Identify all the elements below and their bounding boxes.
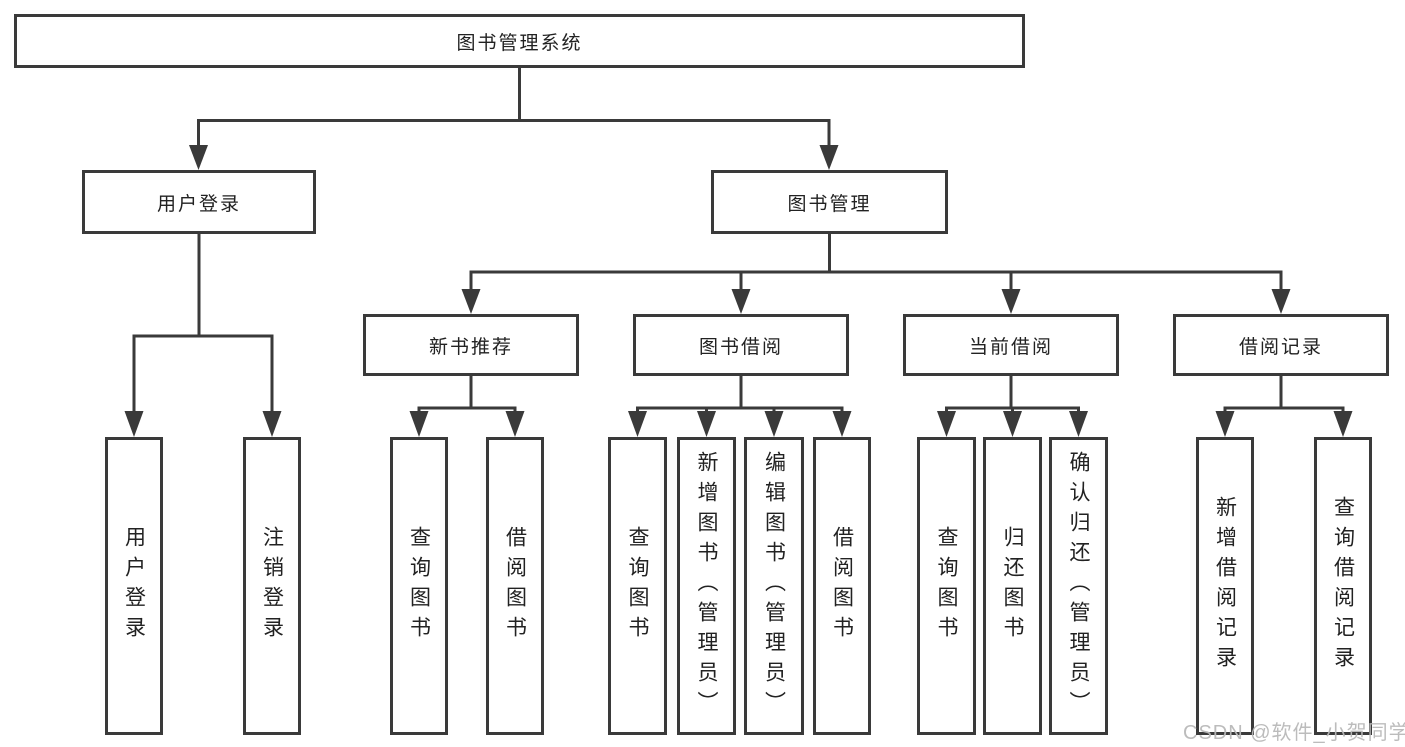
leaf-confirm-return-admin: 确认归还（管理员） xyxy=(1049,437,1108,735)
leaf-borrow-books-borrowing: 借阅图书 xyxy=(813,437,871,735)
leaf-edit-book-admin: 编辑图书（管理员） xyxy=(744,437,804,735)
node-library-management-system: 图书管理系统 xyxy=(14,14,1025,68)
leaf-query-borrow-record: 查询借阅记录 xyxy=(1314,437,1372,735)
leaf-label: 借阅图书 xyxy=(503,526,527,646)
arrowheads xyxy=(124,145,1353,437)
leaf-label: 借阅图书 xyxy=(830,526,854,646)
node-new-book-recommend: 新书推荐 xyxy=(363,314,579,376)
leaf-label: 注销登录 xyxy=(260,526,284,646)
leaf-query-books-borrowing: 查询图书 xyxy=(608,437,667,735)
leaf-label: 查询图书 xyxy=(407,526,431,646)
leaf-label: 确认归还（管理员） xyxy=(1067,451,1090,721)
leaf-label: 归还图书 xyxy=(1001,526,1024,646)
leaf-label: 新增借阅记录 xyxy=(1213,496,1237,676)
node-label: 用户登录 xyxy=(156,193,241,215)
leaf-user-login: 用户登录 xyxy=(105,437,163,735)
node-borrowing-records: 借阅记录 xyxy=(1173,314,1389,376)
leaf-label: 用户登录 xyxy=(122,526,146,646)
node-label: 当前借阅 xyxy=(968,336,1053,358)
leaf-logout: 注销登录 xyxy=(243,437,301,735)
leaf-label: 查询图书 xyxy=(935,526,958,646)
node-label: 图书借阅 xyxy=(698,336,783,358)
leaf-borrow-books-recommend: 借阅图书 xyxy=(486,437,544,735)
leaf-label: 查询图书 xyxy=(626,526,649,646)
leaf-label: 编辑图书（管理员） xyxy=(762,451,786,721)
leaf-label: 查询借阅记录 xyxy=(1331,496,1355,676)
leaf-label: 新增图书（管理员） xyxy=(695,451,718,721)
node-book-borrowing: 图书借阅 xyxy=(633,314,849,376)
leaf-query-books-current: 查询图书 xyxy=(917,437,976,735)
node-label: 新书推荐 xyxy=(428,336,513,358)
node-current-borrowing: 当前借阅 xyxy=(903,314,1119,376)
node-book-management: 图书管理 xyxy=(711,170,948,234)
leaf-add-borrow-record: 新增借阅记录 xyxy=(1196,437,1254,735)
node-label: 图书管理 xyxy=(787,193,872,215)
node-label: 图书管理系统 xyxy=(456,32,583,54)
leaf-return-book: 归还图书 xyxy=(983,437,1042,735)
leaf-query-books-recommend: 查询图书 xyxy=(390,437,448,735)
node-label: 借阅记录 xyxy=(1238,336,1323,358)
leaf-add-book-admin: 新增图书（管理员） xyxy=(677,437,736,735)
node-user-login: 用户登录 xyxy=(82,170,316,234)
